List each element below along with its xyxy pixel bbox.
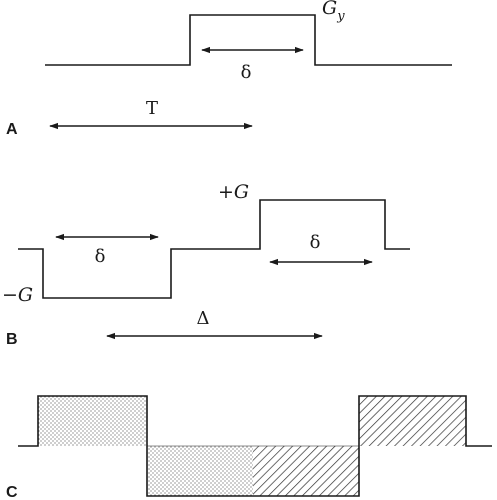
panel-a: Gy δ T A [6,0,452,138]
gradient-subscript: y [336,9,345,24]
second-pulse-width-label: δ [310,232,321,253]
gradient-letter: G [322,0,337,19]
pulse-separation-label: Δ [197,308,210,329]
negative-gradient-label: −G [2,284,33,306]
negative-lobe-hatched [253,446,359,496]
negative-lobe-dotted [147,446,253,496]
gradient-pulse-waveform [45,14,452,66]
gradient-label: Gy [322,0,345,24]
bipolar-gradient-waveform [18,199,410,299]
panel-letter-c: C [6,484,18,500]
positive-gradient-label: +G [218,181,249,203]
period-label: T [146,98,158,119]
positive-lobe-dotted [38,396,147,446]
compensated-gradient-waveform [18,395,492,497]
panel-letter-a: A [6,121,18,138]
panel-b: +G −G δ δ Δ B [2,181,410,348]
first-pulse-width-label: δ [95,246,106,267]
pulse-width-label: δ [241,62,252,83]
panel-c: C [6,395,492,500]
positive-lobe-hatched [359,396,466,446]
panel-letter-b: B [6,331,18,348]
